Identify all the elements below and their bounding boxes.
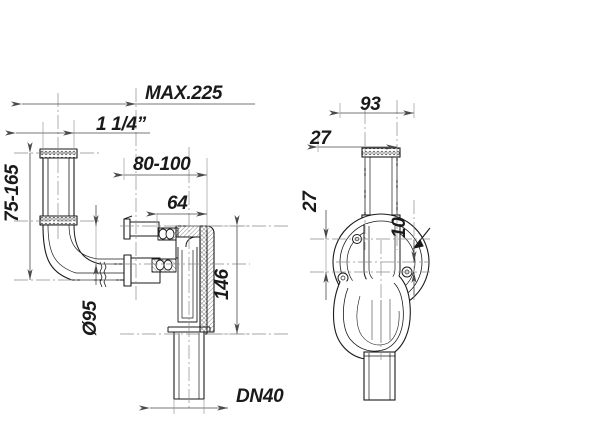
side-view-center-lines: [14, 88, 290, 410]
dim-diameter-95-label: Ø95: [80, 300, 101, 336]
dim-80-100-label: 80-100: [133, 154, 191, 175]
dim-75-165-label: 75-165: [2, 164, 23, 222]
dim-10-label: 10: [389, 217, 410, 238]
dim-27-top-label: 27: [309, 128, 332, 149]
dim-64-label: 64: [167, 193, 188, 214]
front-view-geometry: [332, 147, 431, 401]
dim-146-label: 146: [212, 268, 233, 300]
dimension-annotations: [5, 101, 417, 414]
dim-thread-label: 1 1/4”: [96, 114, 147, 135]
dim-max225-label: MAX.225: [145, 83, 223, 104]
dim-93-label: 93: [360, 94, 381, 115]
side-section-geometry: [39, 148, 215, 400]
dim-27-left-label: 27: [300, 190, 321, 213]
dim-dn40-label: DN40: [236, 386, 284, 407]
